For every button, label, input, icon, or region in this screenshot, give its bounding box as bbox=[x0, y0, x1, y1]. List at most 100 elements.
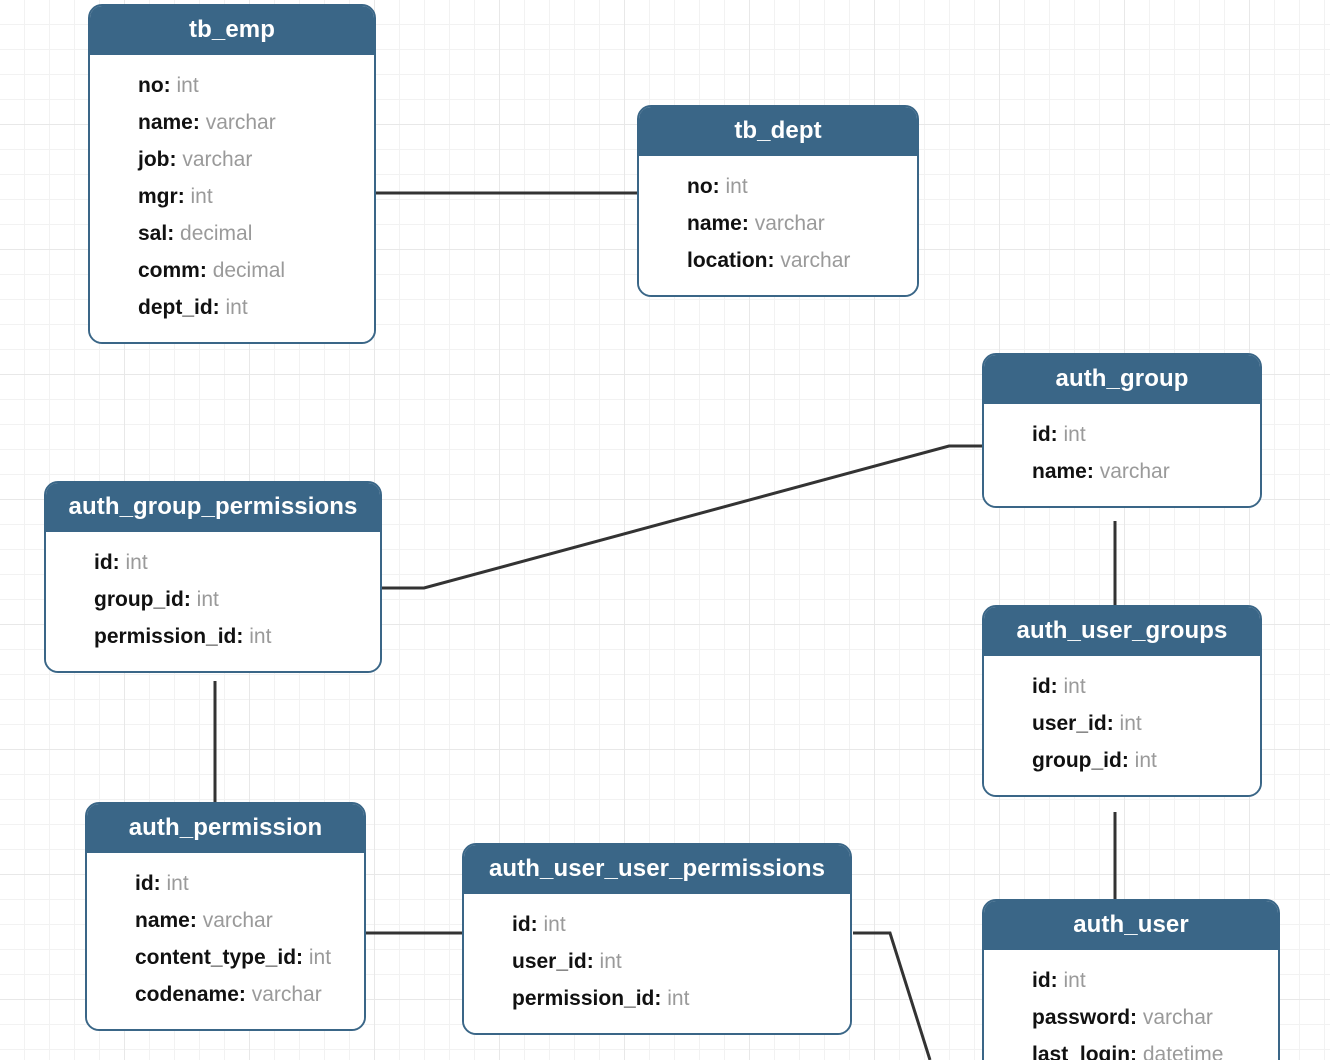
entity-title-tb_emp: tb_emp bbox=[90, 6, 374, 56]
entity-title-auth_group_permissions: auth_group_permissions bbox=[46, 483, 380, 533]
field-separator: : bbox=[1050, 969, 1064, 993]
field-type: varchar bbox=[182, 148, 253, 172]
field-name: id bbox=[1032, 423, 1051, 447]
field-type: decimal bbox=[180, 222, 253, 246]
field-separator: : bbox=[296, 946, 309, 970]
field-separator: : bbox=[177, 185, 191, 209]
field-type: varchar bbox=[754, 212, 825, 236]
field-row[interactable]: last_login: datetime bbox=[984, 1036, 1278, 1060]
entity-title-auth_user_user_permissions: auth_user_user_permissions bbox=[464, 845, 850, 895]
field-name: id bbox=[1032, 969, 1051, 993]
field-row[interactable]: mgr: int bbox=[90, 178, 374, 215]
field-separator: : bbox=[741, 212, 755, 236]
field-type: decimal bbox=[212, 259, 286, 283]
field-type: int bbox=[166, 872, 189, 896]
field-separator: : bbox=[1130, 1043, 1143, 1060]
field-row[interactable]: dept_id: int bbox=[90, 289, 374, 326]
field-type: varchar bbox=[205, 111, 276, 135]
field-separator: : bbox=[1050, 675, 1064, 699]
field-row[interactable]: id: int bbox=[464, 906, 850, 943]
field-row[interactable]: no: int bbox=[639, 168, 917, 205]
field-row[interactable]: id: int bbox=[87, 865, 364, 902]
field-row[interactable]: name: varchar bbox=[639, 205, 917, 242]
field-row[interactable]: permission_id: int bbox=[46, 618, 380, 655]
field-row[interactable]: codename: varchar bbox=[87, 976, 364, 1013]
field-separator: : bbox=[192, 111, 206, 135]
field-name: id bbox=[94, 551, 113, 575]
field-name: name bbox=[138, 111, 193, 135]
field-separator: : bbox=[199, 259, 213, 283]
field-row[interactable]: id: int bbox=[46, 544, 380, 581]
field-type: varchar bbox=[780, 249, 851, 273]
field-separator: : bbox=[183, 588, 197, 612]
field-separator: : bbox=[1050, 423, 1064, 447]
field-name: mgr bbox=[138, 185, 178, 209]
field-separator: : bbox=[167, 222, 181, 246]
field-name: permission_id bbox=[512, 987, 655, 1011]
field-name: user_id bbox=[512, 950, 587, 974]
field-row[interactable]: permission_id: int bbox=[464, 980, 850, 1017]
field-type: int bbox=[125, 551, 148, 575]
field-separator: : bbox=[654, 987, 668, 1011]
field-name: id bbox=[1032, 675, 1051, 699]
field-row[interactable]: no: int bbox=[90, 67, 374, 104]
field-name: no bbox=[138, 74, 164, 98]
field-name: group_id bbox=[1032, 749, 1122, 773]
field-name: sal bbox=[138, 222, 168, 246]
connector-auth_group_permissions-auth_group[interactable] bbox=[382, 444, 983, 590]
field-row[interactable]: name: varchar bbox=[984, 453, 1260, 490]
field-row[interactable]: user_id: int bbox=[984, 705, 1260, 742]
field-row[interactable]: name: varchar bbox=[90, 104, 374, 141]
field-separator: : bbox=[1086, 460, 1100, 484]
field-row[interactable]: user_id: int bbox=[464, 943, 850, 980]
field-row[interactable]: name: varchar bbox=[87, 902, 364, 939]
field-separator: : bbox=[1106, 712, 1120, 736]
field-row[interactable]: id: int bbox=[984, 668, 1260, 705]
field-row[interactable]: comm: decimal bbox=[90, 252, 374, 289]
field-row[interactable]: id: int bbox=[984, 962, 1278, 999]
field-row[interactable]: sal: decimal bbox=[90, 215, 374, 252]
field-name: group_id bbox=[94, 588, 184, 612]
field-separator: : bbox=[586, 950, 600, 974]
field-separator: : bbox=[153, 872, 167, 896]
field-type: int bbox=[190, 185, 213, 209]
entity-title-auth_permission: auth_permission bbox=[87, 804, 364, 854]
field-separator: : bbox=[767, 249, 781, 273]
connector-auth_user_user_permissions-auth_user[interactable] bbox=[853, 931, 932, 1060]
field-row[interactable]: location: varchar bbox=[639, 242, 917, 279]
field-row[interactable]: id: int bbox=[984, 416, 1260, 453]
field-separator: : bbox=[1130, 1006, 1143, 1030]
field-name: content_type_id bbox=[135, 946, 297, 970]
field-type: int bbox=[725, 175, 748, 199]
field-type: int bbox=[1063, 423, 1086, 447]
field-separator: : bbox=[1121, 749, 1135, 773]
field-row[interactable]: group_id: int bbox=[984, 742, 1260, 779]
field-separator: : bbox=[112, 551, 126, 575]
field-row[interactable]: content_type_id: int bbox=[87, 939, 364, 976]
field-row[interactable]: job: varchar bbox=[90, 141, 374, 178]
field-row[interactable]: group_id: int bbox=[46, 581, 380, 618]
field-type: datetime bbox=[1142, 1043, 1224, 1060]
field-type: int bbox=[543, 913, 566, 937]
field-name: comm bbox=[138, 259, 200, 283]
field-name: user_id bbox=[1032, 712, 1107, 736]
field-separator: : bbox=[189, 909, 203, 933]
field-type: varchar bbox=[1142, 1006, 1213, 1030]
entity-title-auth_user_groups: auth_user_groups bbox=[984, 607, 1260, 657]
field-type: int bbox=[599, 950, 622, 974]
field-row[interactable]: password: varchar bbox=[984, 999, 1278, 1036]
field-separator: : bbox=[212, 296, 226, 320]
